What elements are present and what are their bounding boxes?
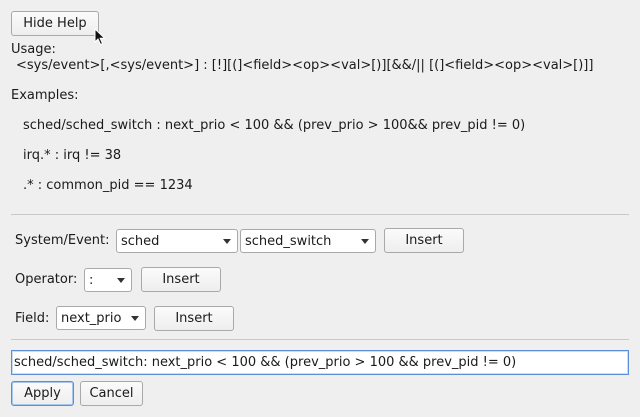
- chevron-down-icon: [361, 239, 369, 244]
- field-label: Field:: [15, 311, 50, 326]
- insert-field-button[interactable]: Insert: [154, 306, 234, 331]
- mouse-pointer-icon: [94, 28, 106, 46]
- usage-syntax: <sys/event>[,<sys/event>] : [!][(]<field…: [16, 58, 594, 73]
- operator-combo-value: :: [89, 272, 94, 288]
- event-combo[interactable]: sched_switch: [240, 229, 376, 253]
- operator-label: Operator:: [15, 272, 78, 287]
- field-combo-value: next_prio: [61, 310, 122, 326]
- hide-help-button[interactable]: Hide Help: [11, 11, 99, 36]
- chevron-down-icon: [131, 316, 139, 321]
- example-line: sched/sched_switch : next_prio < 100 && …: [23, 118, 526, 133]
- cancel-button[interactable]: Cancel: [80, 381, 143, 406]
- system-event-label: System/Event:: [15, 233, 110, 248]
- separator: [11, 339, 629, 340]
- chevron-down-icon: [117, 278, 125, 283]
- field-combo[interactable]: next_prio: [56, 306, 146, 330]
- example-line: .* : common_pid == 1234: [23, 178, 193, 193]
- insert-operator-button[interactable]: Insert: [141, 267, 221, 292]
- insert-system-event-button[interactable]: Insert: [384, 228, 464, 253]
- operator-combo[interactable]: :: [84, 268, 132, 292]
- examples-title: Examples:: [11, 88, 79, 103]
- usage-title: Usage:: [11, 42, 56, 57]
- separator: [11, 214, 629, 215]
- chevron-down-icon: [223, 239, 231, 244]
- filter-expression-input[interactable]: [11, 350, 629, 375]
- example-line: irq.* : irq != 38: [23, 148, 122, 163]
- apply-button[interactable]: Apply: [11, 381, 74, 406]
- system-combo-value: sched: [121, 233, 160, 249]
- event-combo-value: sched_switch: [245, 233, 332, 249]
- system-combo[interactable]: sched: [116, 229, 238, 253]
